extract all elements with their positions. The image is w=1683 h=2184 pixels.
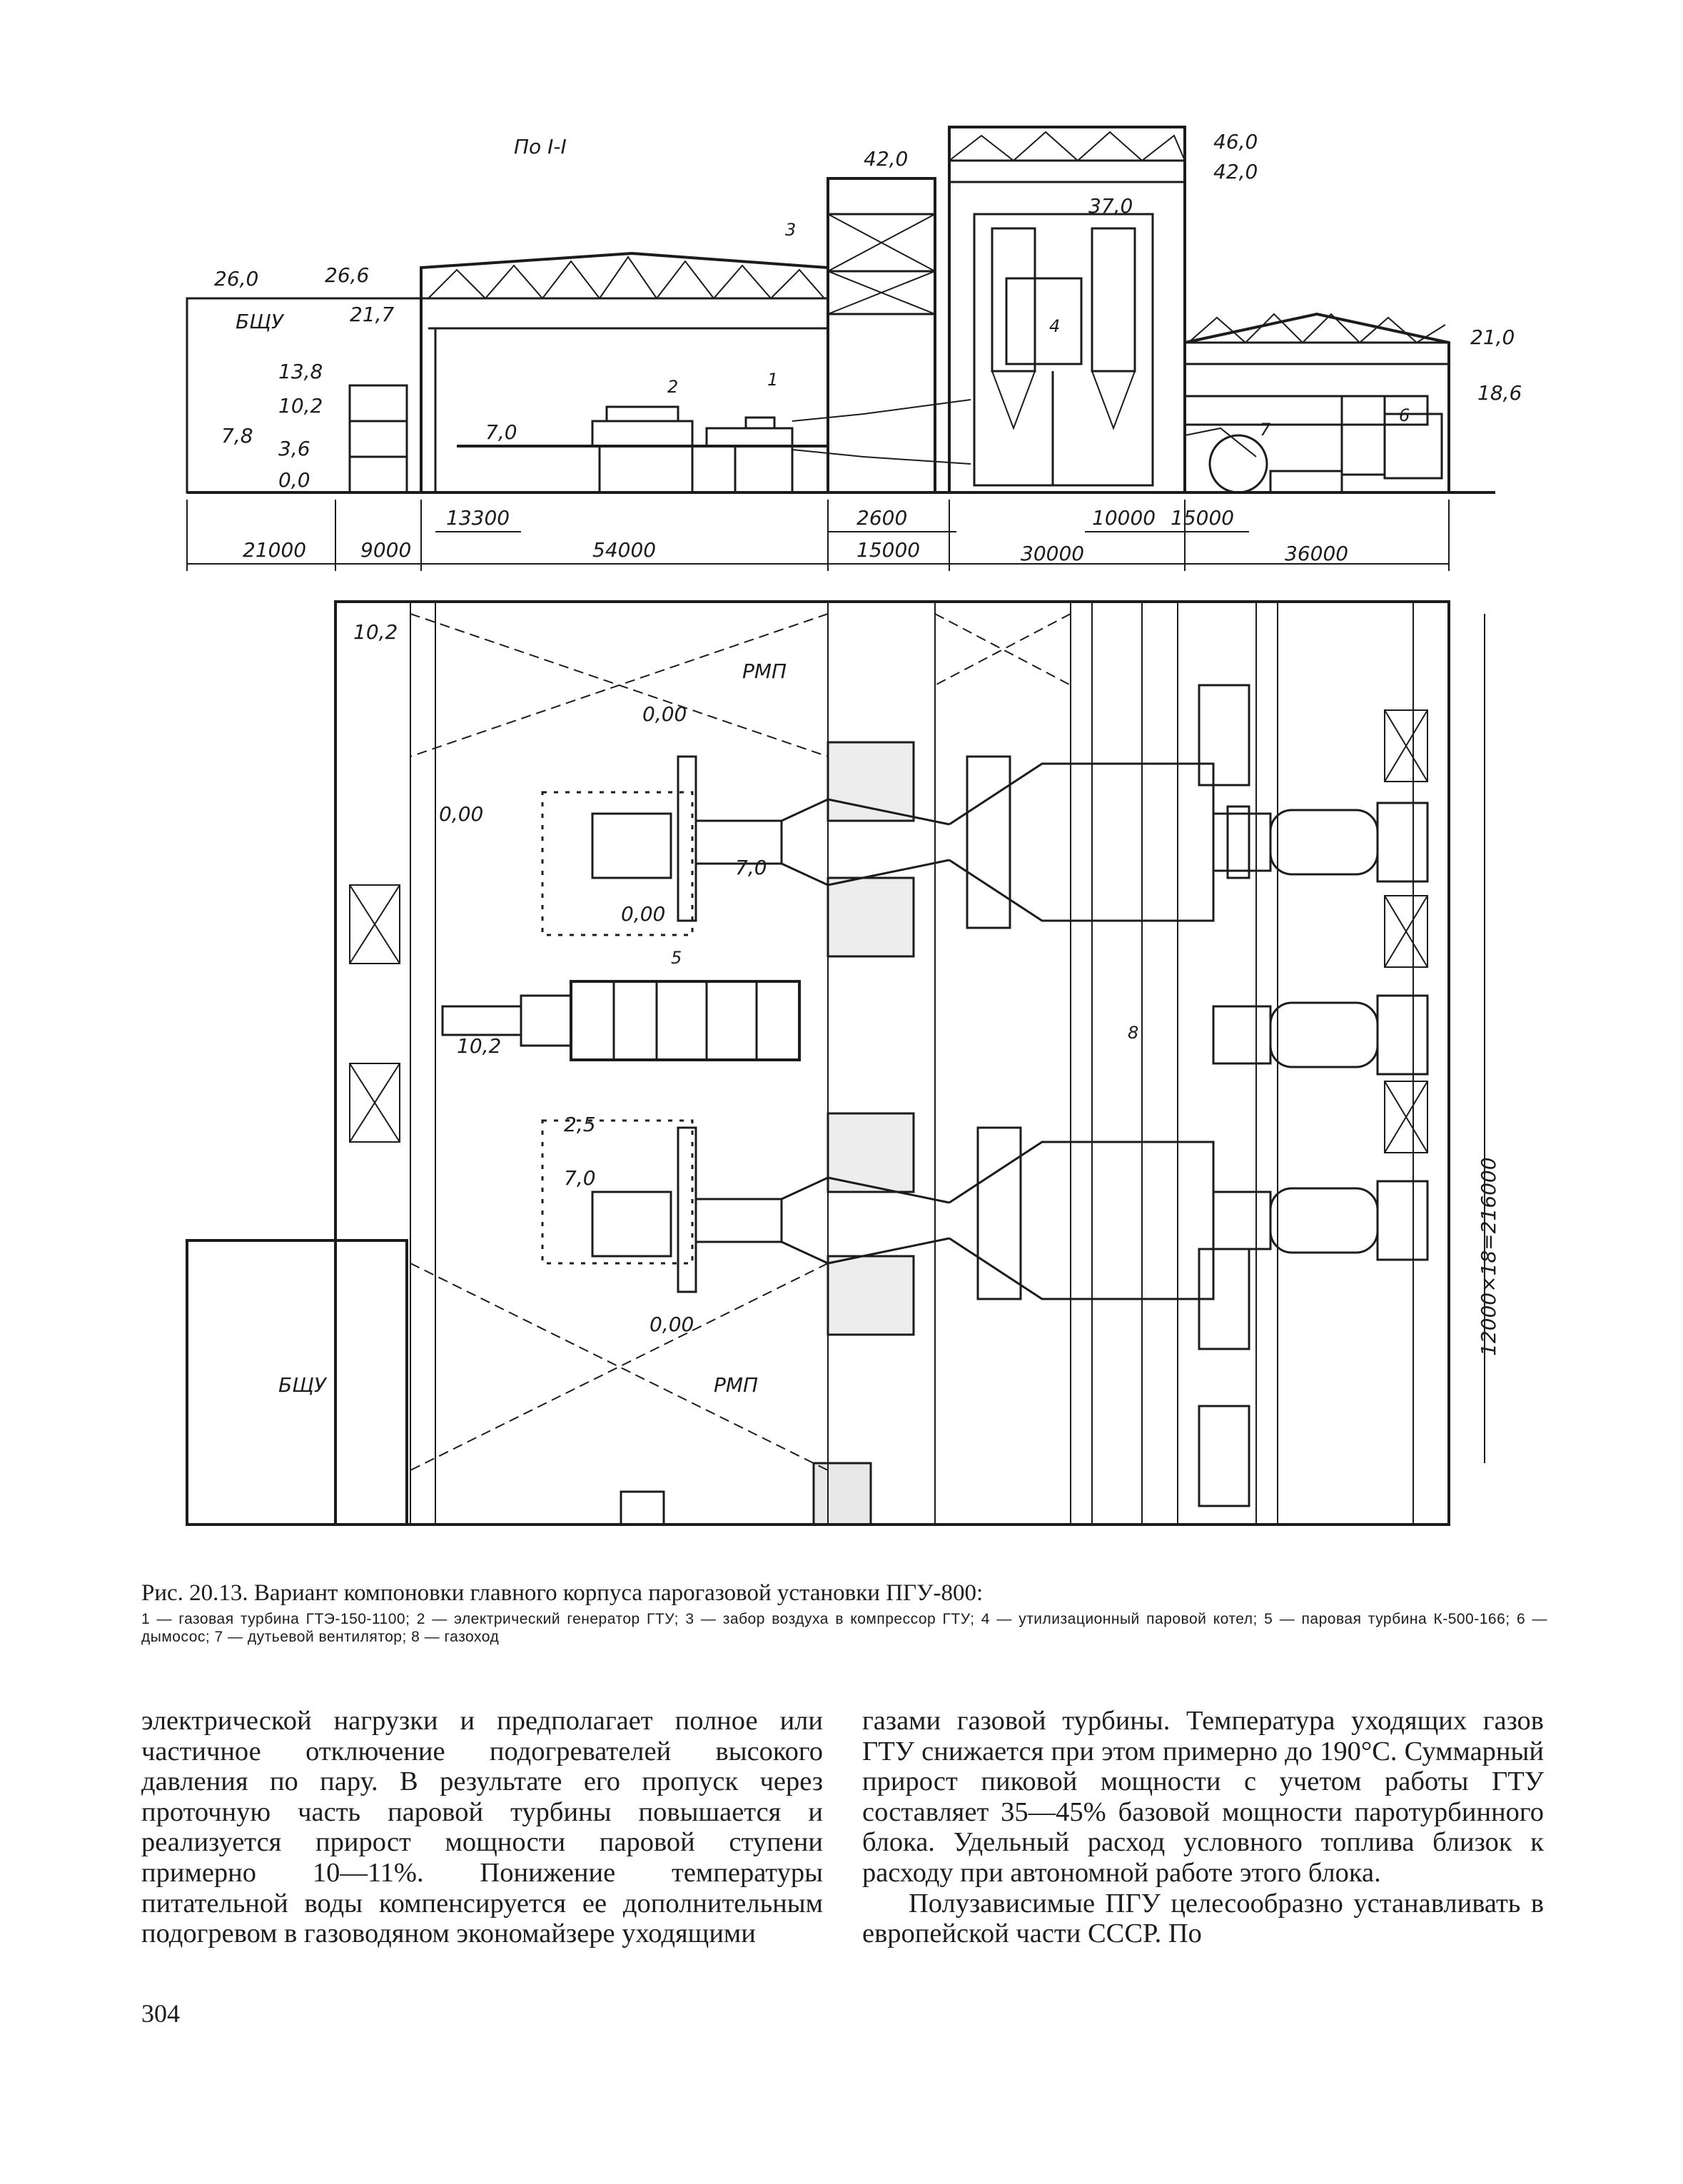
paragraph: электрической нагрузки и предполагает по… bbox=[141, 1706, 823, 1949]
body-column-right: газами газовой турбины. Температура уход… bbox=[862, 1706, 1544, 1949]
elevation-label: 21,0 bbox=[1470, 325, 1515, 349]
elevation-label: 0,0 bbox=[278, 468, 310, 492]
room-label: РМП bbox=[714, 1373, 758, 1397]
dimension-label: 54000 bbox=[592, 538, 656, 562]
figure-caption: Рис. 20.13. Вариант компоновки главного … bbox=[141, 1580, 984, 1606]
elevation-label: 7,0 bbox=[485, 420, 517, 444]
body-column-left: электрической нагрузки и предполагает по… bbox=[141, 1706, 823, 1949]
plan-elevation-label: 0,00 bbox=[439, 802, 483, 826]
elevation-label: 26,6 bbox=[325, 263, 369, 287]
elevation-label: 3,6 bbox=[278, 437, 310, 460]
plan-elevation-label: 10,2 bbox=[353, 620, 398, 644]
dimension-label: 9000 bbox=[360, 538, 411, 562]
dimension-label: 15000 bbox=[1171, 506, 1234, 530]
plan-elevation-label: 2,5 bbox=[564, 1113, 596, 1136]
figure-legend: 1 — газовая турбина ГТЭ-150-1100; 2 — эл… bbox=[141, 1611, 1547, 1646]
plan-elevation-label: 10,2 bbox=[457, 1034, 501, 1058]
dimension-label: 2600 bbox=[856, 506, 907, 530]
plan-view bbox=[186, 600, 1485, 1526]
paragraph: газами газовой турбины. Температура уход… bbox=[862, 1706, 1544, 1888]
dimension-label: 36000 bbox=[1285, 542, 1348, 565]
marker-label: 2 bbox=[667, 377, 678, 397]
page-number: 304 bbox=[141, 1999, 180, 2028]
elevation-label: 10,2 bbox=[278, 394, 323, 418]
dimension-label: 30000 bbox=[1021, 542, 1084, 565]
dimension-label: 21000 bbox=[243, 538, 306, 562]
elevation-label: 46,0 bbox=[1213, 130, 1258, 153]
elevation-label: 13,8 bbox=[278, 360, 323, 383]
elevation-label: 42,0 bbox=[1213, 160, 1258, 183]
plan-elevation-label: 0,00 bbox=[642, 702, 687, 726]
elevation-label: 18,6 bbox=[1477, 381, 1522, 405]
plan-elevation-label: 0,00 bbox=[650, 1313, 694, 1336]
marker-label: 5 bbox=[671, 948, 682, 968]
dimension-label: 10000 bbox=[1092, 506, 1156, 530]
paragraph: Полузависимые ПГУ целесообразно устанавл… bbox=[862, 1888, 1544, 1949]
section-view bbox=[186, 126, 1495, 571]
elevation-label: 37,0 bbox=[1088, 194, 1133, 218]
elevation-label: 21,7 bbox=[350, 303, 395, 326]
marker-label: 7 bbox=[1260, 420, 1271, 440]
marker-label: 6 bbox=[1399, 405, 1410, 425]
marker-label: 3 bbox=[785, 220, 796, 240]
dimension-label: 15000 bbox=[856, 538, 920, 562]
plan-elevation-label: 7,0 bbox=[564, 1166, 596, 1190]
marker-label: 8 bbox=[1128, 1023, 1138, 1043]
plan-dimension-label: 12000×18=216000 bbox=[1477, 1157, 1500, 1356]
marker-label: 4 bbox=[1049, 316, 1060, 336]
room-label: БЩУ bbox=[278, 1373, 328, 1397]
marker-label: 1 bbox=[767, 370, 778, 390]
plan-elevation-label: 7,0 bbox=[735, 856, 767, 879]
dimension-label: 13300 bbox=[446, 506, 510, 530]
room-label: РМП bbox=[742, 659, 787, 683]
elevation-label: 26,0 bbox=[214, 267, 258, 290]
section-title: По I-I bbox=[514, 135, 567, 158]
plan-elevation-label: 0,00 bbox=[621, 902, 665, 926]
elevation-label: 7,8 bbox=[221, 424, 253, 448]
engineering-drawing: По I-I 26,0 26,6 21,7 13,8 10,2 7,8 3,6 … bbox=[186, 126, 1522, 1526]
elevation-label: 42,0 bbox=[864, 147, 908, 171]
room-label: БЩУ bbox=[236, 310, 285, 333]
